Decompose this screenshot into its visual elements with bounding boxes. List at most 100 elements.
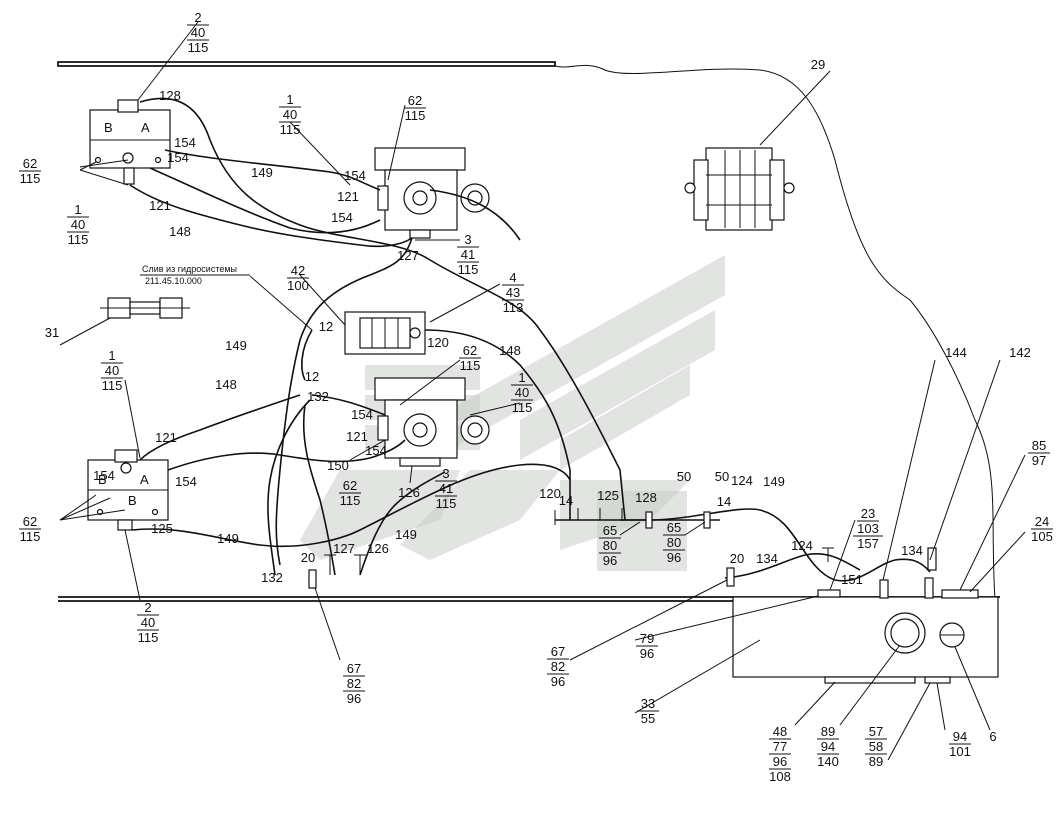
drain-fitting-31 [100, 297, 190, 319]
valve-port-b-lower: B [98, 472, 107, 487]
callout-number: 82 [551, 659, 565, 674]
callout-number: 115 [68, 232, 89, 247]
callout-c-149-b: 149 [225, 338, 247, 353]
callout-c-154-b: 154 [167, 150, 189, 165]
callout-number: 1 [108, 348, 115, 363]
callout-number: 128 [635, 490, 657, 505]
callout-c-50-a: 50 [677, 469, 691, 484]
callout-number: 149 [251, 165, 273, 180]
callout-c-148-c: 148 [215, 377, 237, 392]
callout-c-154-g: 154 [175, 474, 197, 489]
callout-number: 115 [20, 171, 41, 186]
callout-number: 96 [347, 691, 361, 706]
callout-number: 1 [74, 202, 81, 217]
valve-port-a: A [141, 120, 150, 135]
callout-c-121-b: 121 [149, 198, 171, 213]
caption-line2: 211.45.10.000 [145, 276, 202, 286]
callout-number: 115 [102, 378, 123, 393]
callout-number: 149 [225, 338, 247, 353]
callout-c-20-b: 20 [730, 551, 744, 566]
callout-number: 113 [503, 300, 524, 315]
callout-number: 94 [821, 739, 835, 754]
callout-number: 115 [460, 358, 481, 373]
callout-number: 154 [175, 474, 197, 489]
caption-line1: Слив из гидросистемы [142, 264, 237, 274]
callout-c-14-a: 14 [559, 493, 573, 508]
callout-number: 134 [756, 551, 778, 566]
callout-number: 151 [841, 572, 863, 587]
callout-number: 65 [667, 520, 681, 535]
callout-c-120-a: 120 [427, 335, 449, 350]
callout-c-128-top: 128 [159, 88, 181, 103]
callout-number: 148 [215, 377, 237, 392]
callout-number: 97 [1032, 453, 1046, 468]
callout-number: 57 [869, 724, 883, 739]
callout-number: 96 [603, 553, 617, 568]
callout-number: 154 [174, 135, 196, 150]
callout-c-126-b: 126 [367, 541, 389, 556]
callout-number: 148 [169, 224, 191, 239]
callout-number: 3 [442, 466, 449, 481]
callout-c-134-a: 134 [756, 551, 778, 566]
callout-number: 154 [167, 150, 189, 165]
callout-number: 55 [641, 711, 655, 726]
callout-c-154-a: 154 [174, 135, 196, 150]
callout-c-154-d: 154 [331, 210, 353, 225]
callout-number: 121 [337, 189, 359, 204]
callout-number: 82 [347, 676, 361, 691]
callout-number: 121 [149, 198, 171, 213]
callout-number: 12 [305, 369, 319, 384]
valve-port-a-lower: A [140, 472, 149, 487]
callout-c-121-a: 121 [337, 189, 359, 204]
callout-number: 115 [340, 493, 361, 508]
callout-number: 1 [518, 370, 525, 385]
callout-number: 115 [138, 630, 159, 645]
callout-c-142: 142 [1009, 345, 1031, 360]
callout-number: 41 [439, 481, 453, 496]
control-valve-upper: B A [89, 99, 171, 185]
callout-number: 157 [857, 536, 879, 551]
callout-number: 142 [1009, 345, 1031, 360]
callout-c-127-b: 127 [333, 541, 355, 556]
callout-number: 124 [731, 473, 753, 488]
callout-c-120-b: 120 [539, 486, 561, 501]
callout-number: 134 [901, 543, 923, 558]
callout-number: 132 [261, 570, 283, 585]
callout-number: 23 [861, 506, 875, 521]
callout-number: 115 [280, 122, 301, 137]
hoses [129, 97, 931, 582]
callout-c-124-b: 124 [791, 538, 813, 553]
callout-number: 154 [365, 443, 387, 458]
callout-number: 2 [194, 10, 201, 25]
callout-number: 14 [717, 494, 731, 509]
control-valve-lower: B A B [87, 449, 169, 531]
callout-number: 120 [427, 335, 449, 350]
callout-c-149-e: 149 [395, 527, 417, 542]
callout-c-149-d: 149 [763, 474, 785, 489]
callout-number: 40 [71, 217, 85, 232]
valve-port-b: B [104, 120, 113, 135]
callout-number: 89 [869, 754, 883, 769]
callout-c-125-b: 125 [597, 488, 619, 503]
callout-number: 20 [301, 550, 315, 565]
callout-number: 62 [23, 514, 37, 529]
callout-number: 121 [155, 430, 177, 445]
callout-number: 62 [408, 93, 422, 108]
callout-c-14-b: 14 [717, 494, 731, 509]
callout-number: 40 [283, 107, 297, 122]
callout-number: 67 [551, 644, 565, 659]
callout-number: 126 [367, 541, 389, 556]
callout-number: 24 [1035, 514, 1049, 529]
callout-c-126-a: 126 [398, 485, 420, 500]
callout-number: 115 [458, 262, 479, 277]
